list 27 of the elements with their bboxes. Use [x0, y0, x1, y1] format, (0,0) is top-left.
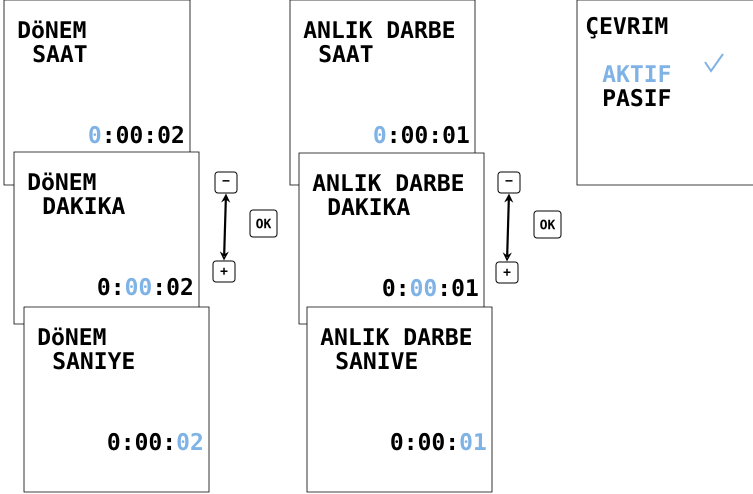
screen-heading: ÇEVRIM	[586, 16, 668, 38]
time-readout: 0:00: 02	[108, 432, 202, 450]
button: +	[496, 262, 518, 284]
menu-option: PASIF	[604, 88, 670, 106]
screen-heading: DöNEM	[38, 327, 106, 346]
screen-subheading: DAKIKA	[44, 197, 125, 214]
screen-subheading: SAAT	[34, 44, 87, 62]
screen-subheading: SANIYE	[54, 352, 134, 370]
screen-subheading: SAAT	[320, 44, 373, 62]
menu-option: AKTIF	[602, 65, 670, 82]
screen-subheading: SANIVE	[336, 352, 417, 370]
time-readout: 0: 00 :01	[383, 278, 478, 296]
button: +	[212, 260, 236, 282]
button: −	[214, 172, 238, 194]
button: OK	[534, 210, 562, 238]
time-readout: 0 :00:02	[89, 126, 183, 144]
time-readout: 0: 00 :02	[98, 278, 192, 296]
screen-heading: DöNEM	[18, 20, 86, 38]
time-readout: 0:00: 01	[391, 432, 486, 450]
screen-heading: ANLIK DARBE	[312, 174, 463, 191]
button: −	[498, 172, 520, 194]
screen-heading: ANLIK DARBE	[304, 21, 454, 38]
screen-heading: ANLIK DARBE	[320, 328, 471, 345]
screen-heading: DöNEM	[28, 172, 96, 190]
time-readout: 0 :00:01	[374, 126, 469, 144]
screen-subheading: DAKIKA	[328, 198, 410, 215]
button: OK	[250, 210, 278, 238]
